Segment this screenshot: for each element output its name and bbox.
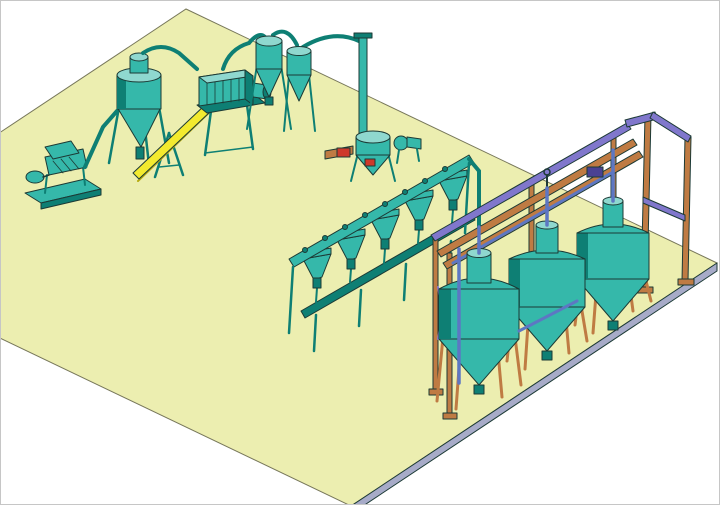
cyclone2-leg bbox=[280, 64, 292, 130]
mill-brace bbox=[204, 146, 254, 154]
stack-cooler-unit bbox=[324, 32, 422, 182]
crusher-shaft bbox=[42, 174, 50, 178]
mill-leg bbox=[203, 109, 213, 157]
mill-outlet-duct bbox=[221, 41, 251, 71]
roller bbox=[362, 212, 368, 218]
crusher-hatch bbox=[68, 156, 80, 170]
hopper-drop bbox=[383, 248, 386, 264]
roller bbox=[322, 235, 328, 241]
crusher-leg bbox=[44, 174, 48, 194]
post-foot bbox=[442, 412, 458, 420]
hopper-drop bbox=[315, 287, 318, 303]
tank-shade bbox=[509, 259, 520, 307]
gantry-arch bbox=[649, 111, 692, 143]
hopper-outlet bbox=[380, 238, 390, 250]
tank-outlet bbox=[607, 320, 619, 331]
crusher-motor bbox=[25, 170, 45, 184]
conveyor-brace bbox=[158, 164, 180, 168]
twin-cyclones bbox=[246, 29, 361, 132]
roller bbox=[422, 178, 428, 184]
hopper-drop bbox=[451, 209, 454, 224]
roller bbox=[342, 224, 348, 230]
cyclone2-leg bbox=[246, 64, 258, 130]
tank-body bbox=[438, 288, 520, 340]
cooler-leg bbox=[350, 152, 359, 182]
roller bbox=[442, 166, 448, 172]
cyclone-a-outlet bbox=[264, 96, 274, 106]
hopper-outlet bbox=[346, 258, 356, 270]
cyclone-inlet-duct bbox=[83, 109, 119, 169]
tank-body bbox=[508, 258, 586, 308]
gantry-top-beam bbox=[430, 122, 632, 242]
cyclone-b-top bbox=[286, 46, 312, 56]
hopper-drop bbox=[417, 229, 420, 244]
duct-cyclone-to-cyclone bbox=[271, 29, 299, 47]
post-foot bbox=[428, 388, 444, 396]
cyclone-leg bbox=[107, 105, 121, 165]
cyclone-cap-top bbox=[129, 52, 149, 62]
roller bbox=[302, 247, 308, 253]
rotary-airlock bbox=[336, 147, 351, 158]
mill-leg bbox=[245, 103, 255, 151]
inter-tank-pipe bbox=[517, 299, 579, 333]
exhaust-stack bbox=[358, 36, 368, 138]
stack-flange bbox=[353, 32, 373, 39]
portal-cross-rail bbox=[642, 196, 686, 222]
front-piping bbox=[457, 148, 615, 385]
tank-shade bbox=[577, 233, 588, 279]
tank-shade bbox=[439, 289, 451, 339]
crusher-base-front bbox=[40, 188, 102, 210]
post-foot bbox=[677, 278, 695, 286]
fan-leg bbox=[416, 148, 420, 162]
cyclone-unit bbox=[83, 45, 199, 169]
floor-edge-slab bbox=[353, 262, 718, 504]
mill-side bbox=[244, 69, 254, 106]
cyclone-shade bbox=[117, 75, 126, 109]
hopper-support-beam bbox=[300, 212, 476, 319]
hopper-drop bbox=[349, 268, 352, 283]
cyclone2-leg bbox=[283, 74, 290, 132]
beam-trolley bbox=[586, 166, 604, 178]
support-leg bbox=[357, 288, 363, 328]
fan-leg bbox=[396, 149, 400, 164]
crusher-leg bbox=[82, 166, 86, 186]
crusher-hopper bbox=[44, 140, 80, 160]
duct-cyclone-to-stack bbox=[301, 34, 361, 49]
support-leg bbox=[312, 313, 318, 353]
cooler-leg bbox=[387, 152, 396, 182]
cyclone-air-duct bbox=[141, 45, 199, 71]
rail-leg bbox=[287, 265, 295, 335]
cyclone2-leg bbox=[308, 74, 316, 132]
hopper-outlet bbox=[414, 219, 424, 231]
cyclone-outlet bbox=[135, 146, 145, 160]
hopper-outlet bbox=[448, 199, 458, 211]
cooler-airlock bbox=[364, 158, 376, 167]
roller bbox=[402, 189, 408, 195]
tank-body bbox=[576, 232, 650, 280]
tank-outlet bbox=[473, 384, 485, 395]
tank-leg bbox=[513, 335, 523, 387]
tank-outlet bbox=[541, 350, 553, 361]
crusher-hatch bbox=[52, 160, 64, 174]
crusher-hatch bbox=[60, 158, 72, 172]
copper-post bbox=[432, 234, 439, 392]
blower-fan bbox=[393, 135, 409, 151]
support-leg bbox=[402, 262, 408, 302]
roller bbox=[382, 201, 388, 207]
tank-leg bbox=[435, 335, 445, 403]
cooler-top bbox=[355, 130, 391, 144]
fan-motor bbox=[406, 136, 422, 150]
cyclone-a-top bbox=[255, 35, 283, 47]
hopper-outlet bbox=[312, 277, 322, 289]
